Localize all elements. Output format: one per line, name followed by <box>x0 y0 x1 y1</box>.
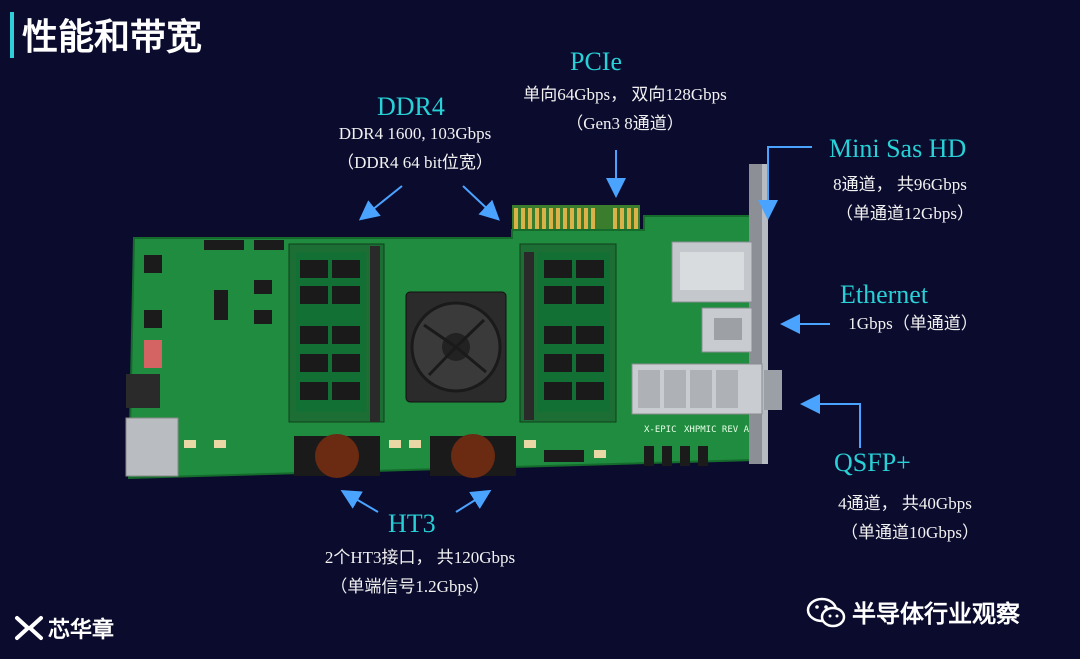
pcie-title: PCIe <box>570 47 622 76</box>
ht3-left-arrow <box>340 489 379 513</box>
pcie-detail-1: 单向64Gbps， 双向128Gbps <box>523 85 727 104</box>
ddr4-detail-1: DDR4 1600, 103Gbps <box>338 124 492 143</box>
ht3-right-arrow <box>455 489 492 513</box>
minisas-title: Mini Sas HD <box>829 134 967 163</box>
title-accent-bar <box>10 12 14 58</box>
xepic-logo: 芯华章 <box>14 612 114 644</box>
minisas-detail-2: （单通道12Gbps） <box>836 204 974 223</box>
wechat-account: 半导体行业观察 <box>806 594 1020 629</box>
wechat-account-name: 半导体行业观察 <box>852 600 1020 628</box>
qsfp-arrow <box>800 394 861 448</box>
minisas-detail-1: 8通道， 共96Gbps <box>833 175 967 194</box>
ddr4-right-arrow <box>462 185 500 221</box>
fpga-board-image: X-EPIC XHPMIC REV A <box>124 160 804 490</box>
board-silk-brand: X-EPIC <box>644 425 677 435</box>
ddr4-title: DDR4 <box>377 92 445 121</box>
minisas-arrow <box>758 146 812 220</box>
wechat-icon <box>806 597 846 627</box>
ethernet-title: Ethernet <box>840 280 929 309</box>
slide-title: 性能和带宽 <box>22 17 203 58</box>
xepic-logo-icon <box>15 616 43 640</box>
ddr4-left-arrow <box>358 185 403 221</box>
ddr4-detail-2: （DDR4 64 bit位宽） <box>337 153 493 172</box>
ht3-detail-1: 2个HT3接口， 共120Gbps <box>324 548 516 567</box>
qsfp-detail-1: 4通道， 共40Gbps <box>838 494 972 513</box>
qsfp-detail-2: （单通道10Gbps） <box>841 523 979 542</box>
ht3-title: HT3 <box>388 509 436 538</box>
board-silk-text: XHPMIC REV A <box>684 425 750 435</box>
pcie-detail-2: （Gen3 8通道） <box>566 114 684 133</box>
ethernet-detail-1: 1Gbps（单通道） <box>848 314 978 333</box>
logo-text: 芯华章 <box>48 618 115 643</box>
qsfp-title: QSFP+ <box>834 448 911 477</box>
ht3-detail-2: （单端信号1.2Gbps） <box>330 577 490 596</box>
